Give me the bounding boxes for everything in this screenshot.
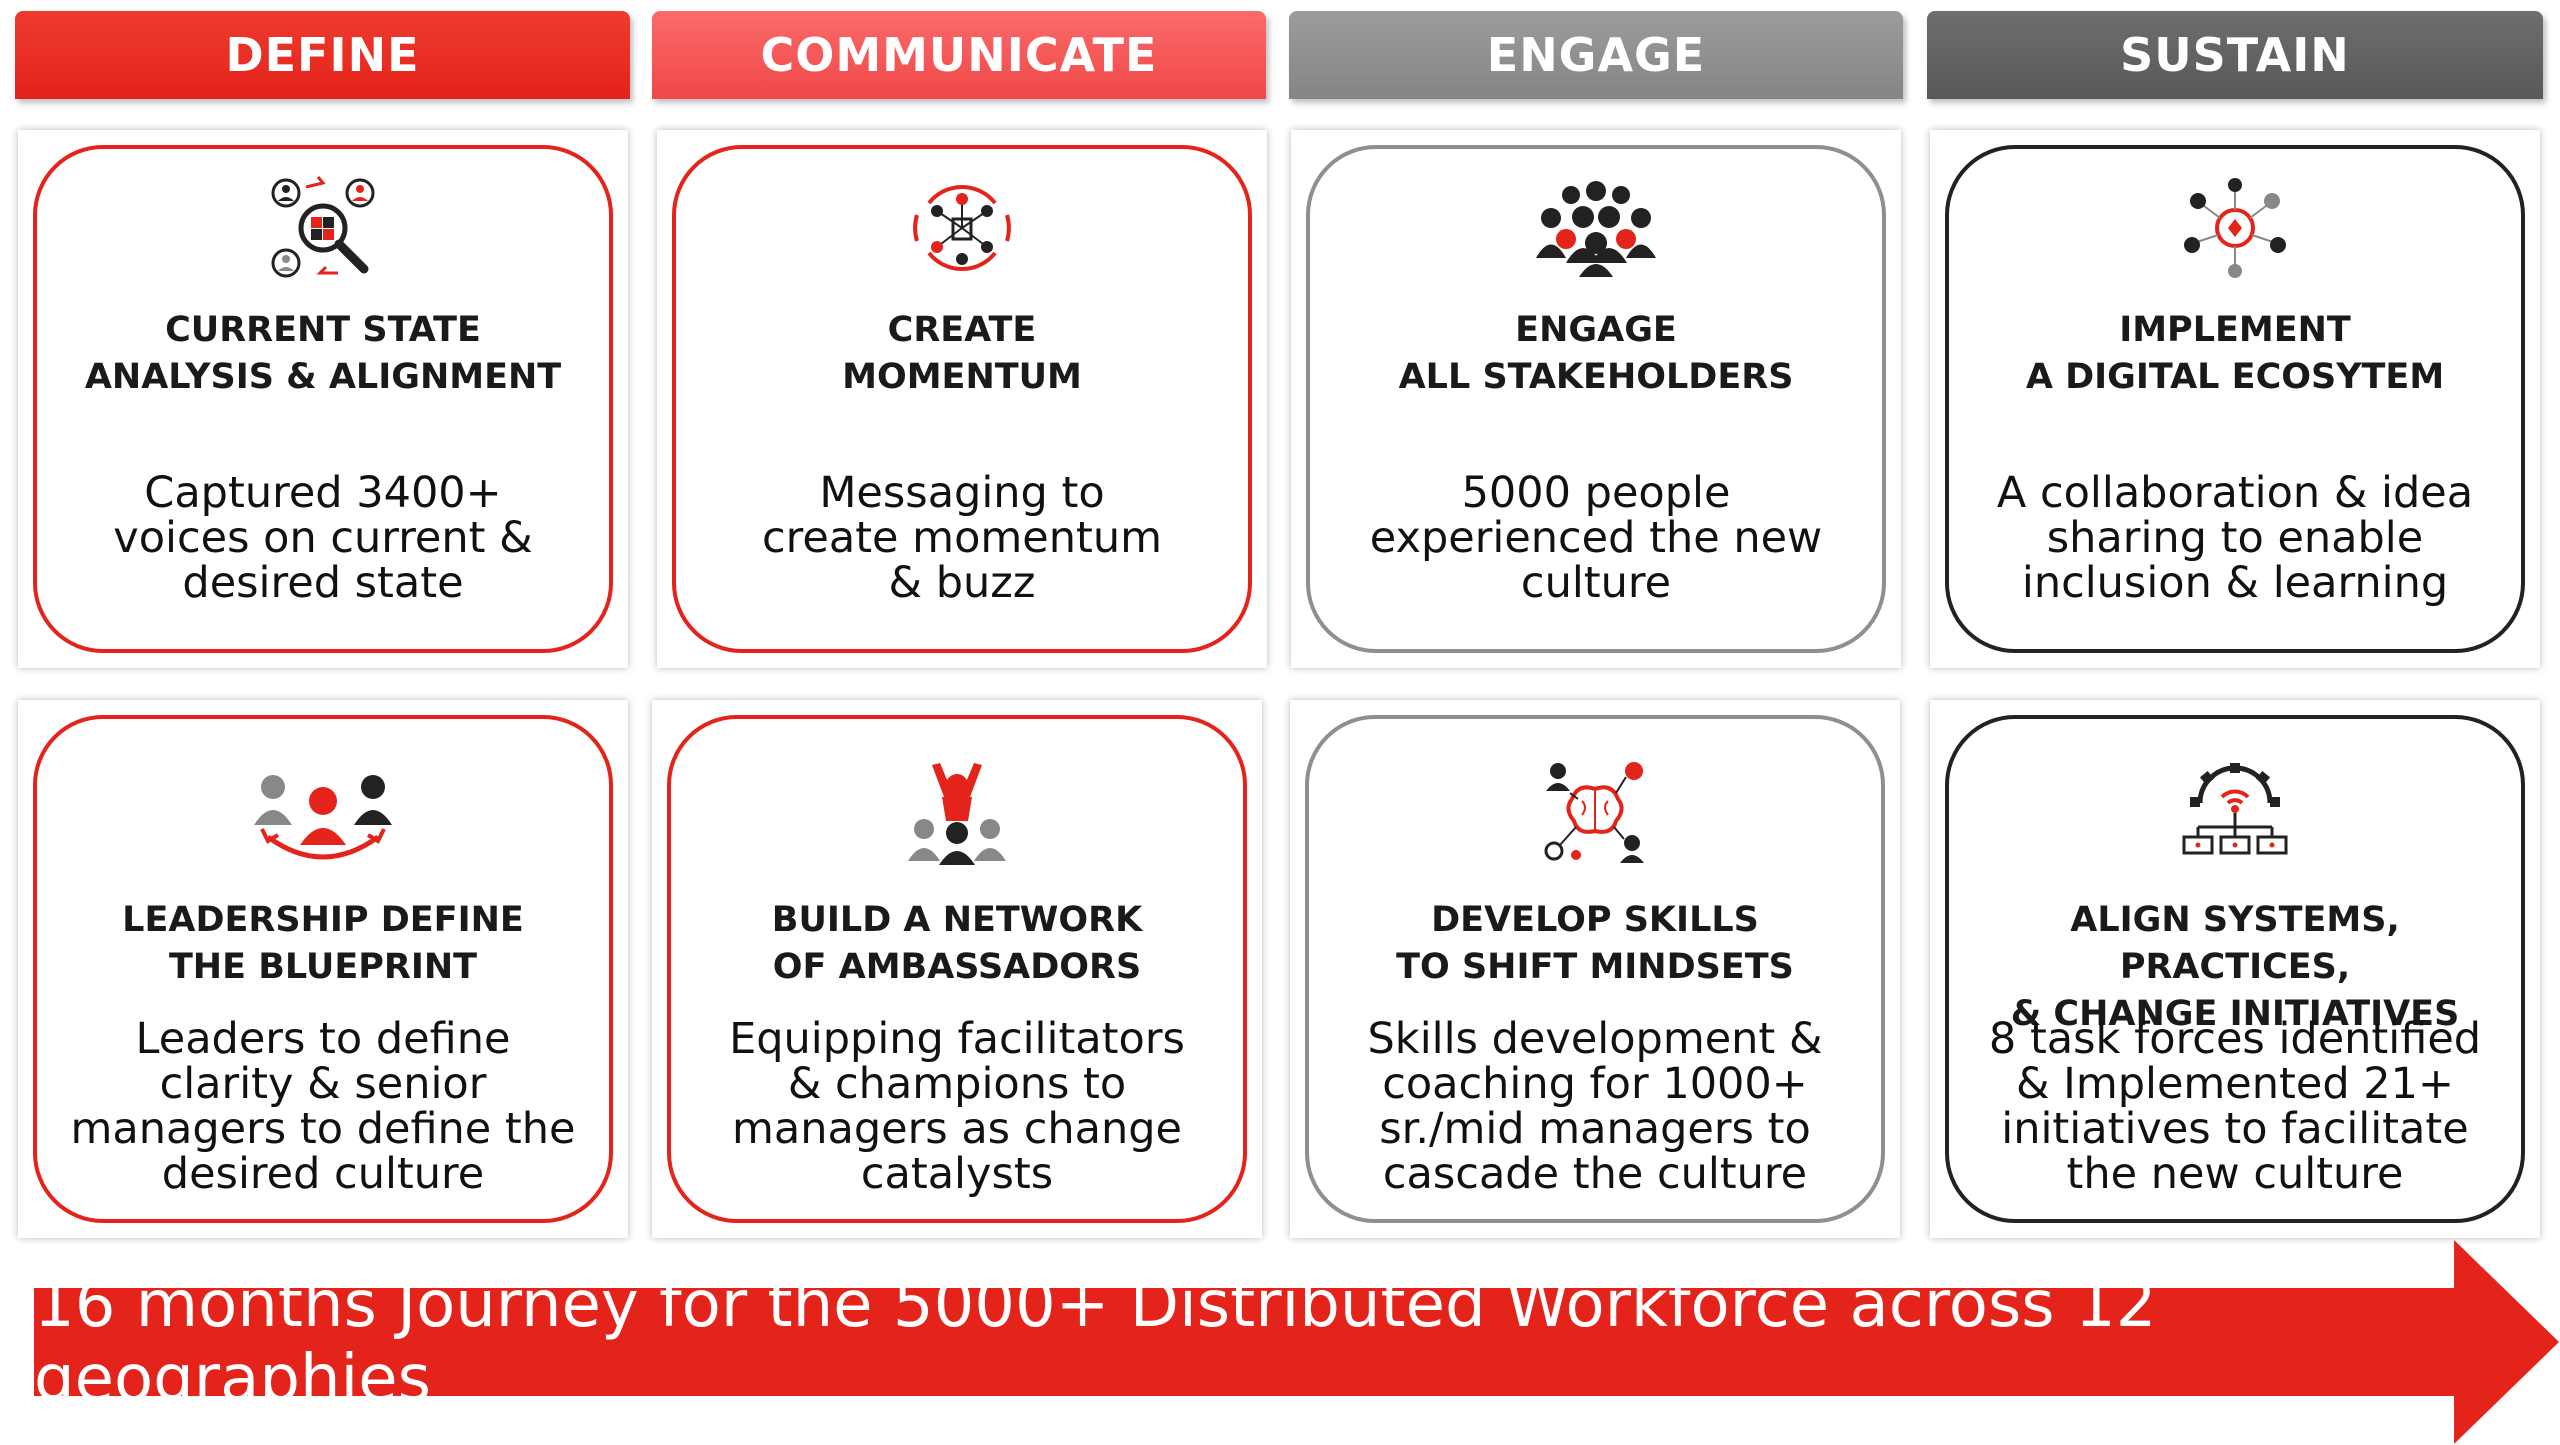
card-description: Equipping facilitators & champions to ma… <box>729 1014 1185 1199</box>
banner-text: 16 months Journey for the 5000+ Distribu… <box>34 1268 2157 1416</box>
card-description: Leaders to define clarity & senior manag… <box>70 1014 576 1199</box>
card-description: Messaging to create momentum & buzz <box>762 468 1162 608</box>
banner-arrow-shape <box>34 1240 2559 1444</box>
network-momentum-icon <box>913 185 1011 271</box>
card-title: BUILD A NETWORK OF AMBASSADORS <box>771 900 1143 987</box>
card-build-network: BUILD A NETWORK OF AMBASSADORS Equipping… <box>652 700 1262 1238</box>
brain-network-icon <box>1544 762 1644 863</box>
journey-banner: 16 months Journey for the 5000+ Distribu… <box>34 1240 2559 1444</box>
card-description: Captured 3400+ voices on current & desir… <box>113 468 533 608</box>
card-description: A collaboration & idea sharing to enable… <box>1996 468 2474 608</box>
card-title: LEADERSHIP DEFINE THE BLUEPRINT <box>122 900 524 987</box>
ambassador-icon <box>908 763 1006 865</box>
card-description: Skills development & coaching for 1000+ … <box>1367 1014 1823 1199</box>
card-digital-ecosystem: IMPLEMENT A DIGITAL ECOSYTEM A collabora… <box>1930 130 2540 668</box>
card-create-momentum: CREATE MOMENTUM Messaging to create mome… <box>657 130 1267 668</box>
digital-ecosystem-icon <box>2184 178 2286 278</box>
card-engage-stakeholders: ENGAGE ALL STAKEHOLDERS 5000 people expe… <box>1291 130 1901 668</box>
card-leadership-blueprint: LEADERSHIP DEFINE THE BLUEPRINT Leaders … <box>18 700 628 1238</box>
card-title: IMPLEMENT A DIGITAL ECOSYTEM <box>2025 310 2445 397</box>
card-develop-skills: DEVELOP SKILLS TO SHIFT MINDSETS Skills … <box>1290 700 1900 1238</box>
card-title: CREATE MOMENTUM <box>842 310 1082 397</box>
header-engage: ENGAGE <box>1289 11 1903 99</box>
leadership-team-icon <box>254 775 392 860</box>
header-communicate: COMMUNICATE <box>652 11 1266 99</box>
card-align-systems: ALIGN SYSTEMS, PRACTICES, & CHANGE INITI… <box>1930 700 2540 1238</box>
card-title: ALIGN SYSTEMS, PRACTICES, & CHANGE INITI… <box>2010 900 2460 1034</box>
crowd-icon <box>1536 181 1656 277</box>
analysis-magnifier-icon <box>271 176 375 278</box>
card-description: 8 task forces identified & Implemented 2… <box>1988 1014 2482 1199</box>
header-define: DEFINE <box>15 11 630 99</box>
header-sustain: SUSTAIN <box>1927 11 2543 99</box>
card-current-state: CURRENT STATE ANALYSIS & ALIGNMENT Captu… <box>18 130 628 668</box>
card-description: 5000 people experienced the new culture <box>1369 468 1823 608</box>
card-title: CURRENT STATE ANALYSIS & ALIGNMENT <box>84 310 562 397</box>
gear-system-icon <box>2182 763 2288 855</box>
card-title: ENGAGE ALL STAKEHOLDERS <box>1398 310 1794 397</box>
card-title: DEVELOP SKILLS TO SHIFT MINDSETS <box>1396 900 1794 987</box>
